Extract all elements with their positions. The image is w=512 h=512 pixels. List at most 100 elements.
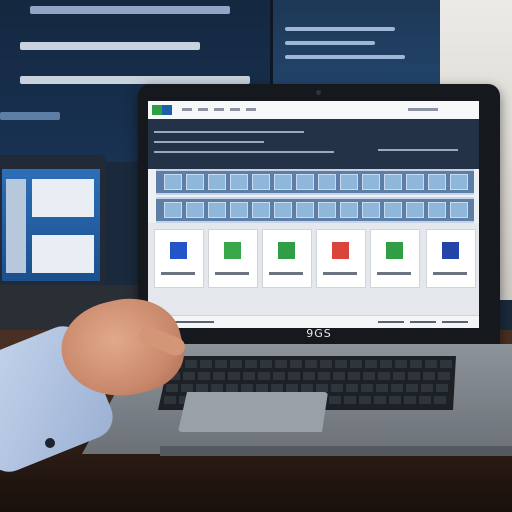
side-screen-panel (32, 179, 94, 217)
keyboard-key (380, 360, 392, 368)
keyboard-key (395, 360, 407, 368)
keyboard-key (346, 384, 358, 392)
keyboard-key (318, 372, 330, 380)
strip-thumbnail (384, 202, 402, 218)
keyboard-key (348, 372, 360, 380)
keyboard-key (440, 360, 452, 368)
keyboard-key (213, 372, 225, 380)
strip-thumbnail (384, 174, 402, 190)
side-laptop (0, 155, 106, 285)
app-logo-icon (152, 105, 172, 115)
tile-row (148, 223, 479, 315)
header-text-line (378, 149, 458, 151)
tile-caption (323, 272, 357, 275)
tile-icon (224, 242, 241, 259)
strip-thumbnail (318, 174, 336, 190)
keyboard-key (333, 372, 345, 380)
footer-text (378, 321, 404, 323)
keyboard-key (166, 384, 178, 392)
strip-thumbnail (362, 174, 380, 190)
webcam (316, 90, 321, 95)
keyboard-key (273, 372, 285, 380)
keyboard-key (389, 396, 401, 404)
keyboard-key (286, 384, 298, 392)
keyboard-key (245, 360, 257, 368)
background-monitor-right (270, 0, 446, 90)
laptop-brand-logo: 9GS (306, 327, 332, 340)
keyboard-key (271, 384, 283, 392)
strip-thumbnail (406, 174, 424, 190)
app-footer (148, 315, 479, 328)
keyboard-key (423, 372, 435, 380)
tile-caption (433, 272, 467, 275)
keyboard-key (410, 360, 422, 368)
strip-thumbnail (164, 174, 182, 190)
keyboard-key (256, 384, 268, 392)
keyboard-key (438, 372, 450, 380)
keyboard-key (374, 396, 386, 404)
keyboard-key (408, 372, 420, 380)
menu-item (230, 108, 240, 111)
strip-thumbnail (428, 174, 446, 190)
menu-item (182, 108, 192, 111)
tile-caption (215, 272, 249, 275)
keyboard-key (183, 372, 195, 380)
keyboard-key (331, 384, 343, 392)
strip-thumbnail (450, 174, 468, 190)
footer-text (410, 321, 436, 323)
strip-thumbnail (186, 202, 204, 218)
strip-thumbnail (164, 202, 182, 218)
tile-icon (442, 242, 459, 259)
menu-item (214, 108, 224, 111)
keyboard-key (196, 384, 208, 392)
keyboard-key (391, 384, 403, 392)
keyboard-key (185, 360, 197, 368)
monitor-text-line (285, 55, 405, 59)
tile-icon (278, 242, 295, 259)
keyboard-key (243, 372, 255, 380)
tile-card (262, 229, 312, 288)
tile-card (370, 229, 420, 288)
keyboard-key (164, 396, 176, 404)
keyboard-key (228, 372, 240, 380)
keyboard-key (320, 360, 332, 368)
strip-thumbnail (186, 174, 204, 190)
keyboard-key (404, 396, 416, 404)
keyboard-key (350, 360, 362, 368)
header-text-line (154, 141, 264, 143)
strip-thumbnail (362, 202, 380, 218)
strip-thumbnail (230, 174, 248, 190)
strip-thumbnail (340, 174, 358, 190)
keyboard-key (393, 372, 405, 380)
keyboard-key (419, 396, 431, 404)
keyboard-key (303, 372, 315, 380)
strip-thumbnail (230, 202, 248, 218)
keyboard-key (290, 360, 302, 368)
keyboard-key (425, 360, 437, 368)
keyboard-key (316, 384, 328, 392)
keyboard-key (335, 360, 347, 368)
keyboard-key (198, 372, 210, 380)
strip-thumbnail (296, 202, 314, 218)
trackpad (178, 392, 328, 432)
footer-text (154, 321, 214, 323)
strip-thumbnail (252, 202, 270, 218)
keyboard-key (181, 384, 193, 392)
header-text-line (154, 151, 334, 153)
side-screen-panel (6, 179, 26, 273)
monitor-text-line (30, 6, 230, 14)
monitor-text-line (285, 27, 395, 31)
side-laptop-screen (2, 169, 100, 281)
side-screen-panel (32, 235, 94, 273)
laptop-front-edge (160, 446, 512, 456)
strip-thumbnail (252, 174, 270, 190)
menu-item (246, 108, 256, 111)
strip-thumbnail (450, 202, 468, 218)
keyboard-key (179, 396, 191, 404)
tile-card (154, 229, 204, 288)
keyboard-key (365, 360, 377, 368)
keyboard-key (434, 396, 446, 404)
menu-item (408, 108, 438, 111)
strip-thumbnail (318, 202, 336, 218)
